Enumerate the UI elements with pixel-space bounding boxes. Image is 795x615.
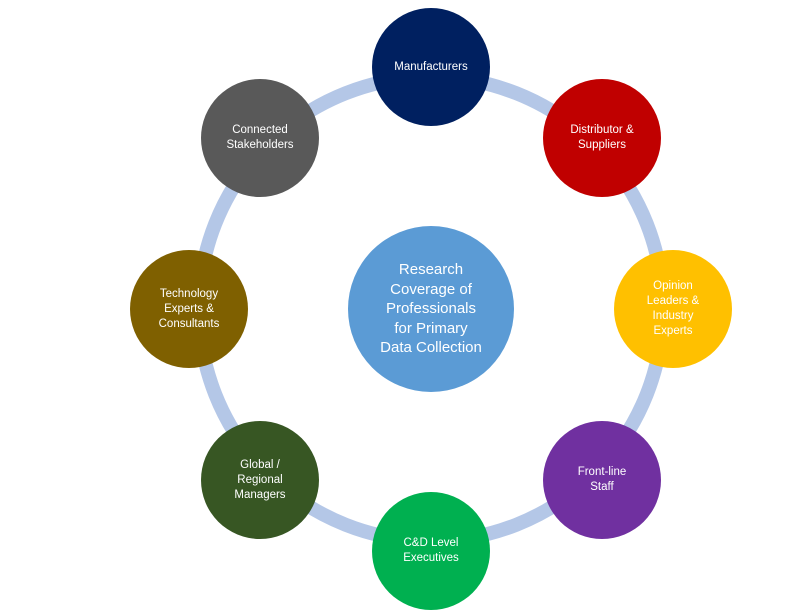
node-technology-experts: Technology Experts & Consultants xyxy=(130,250,248,368)
node-manufacturers: Manufacturers xyxy=(372,8,490,126)
node-global-regional-managers: Global / Regional Managers xyxy=(201,421,319,539)
node-connected-stakeholders: Connected Stakeholders xyxy=(201,79,319,197)
node-distributor-suppliers: Distributor & Suppliers xyxy=(543,79,661,197)
node-opinion-leaders: Opinion Leaders & Industry Experts xyxy=(614,250,732,368)
node-cd-level-executives: C&D Level Executives xyxy=(372,492,490,610)
node-front-line-staff: Front-line Staff xyxy=(543,421,661,539)
center-node: Research Coverage of Professionals for P… xyxy=(348,226,514,392)
